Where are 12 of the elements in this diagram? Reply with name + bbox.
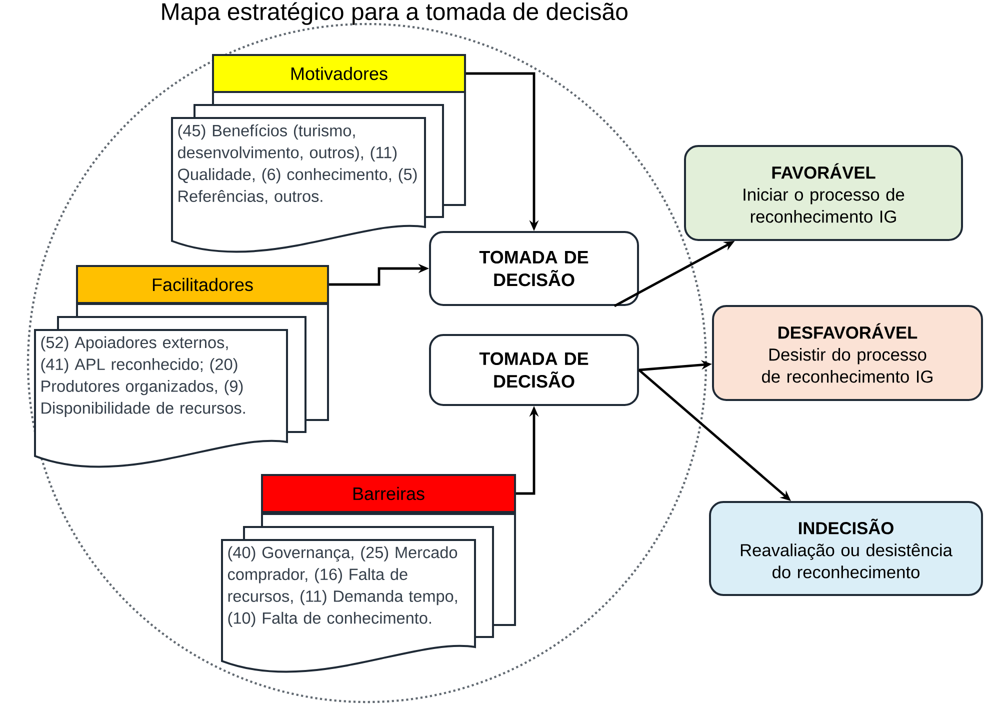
outcome-box: DESFAVORÁVEL Desistir do processo de reconhecimento IG xyxy=(712,305,983,401)
header-box: Barreiras xyxy=(261,474,516,513)
decision-box: TOMADA DE DECISÃO xyxy=(429,334,639,406)
document-stack: (40) Governança, (25) Mercado comprador, (16) Falta de recursos, (11) Demanda tempo, (10) Falta de conhecimento. xyxy=(221,513,516,673)
decision-box: TOMADA DE DECISÃO xyxy=(429,231,639,306)
header-box: Facilitadores xyxy=(76,265,330,304)
document-stack: (52) Apoiadores externos, (41) APL reconhecido; (20) Produtores organizados, (9) Disponibilidade de recursos. xyxy=(34,303,329,468)
header-box: Motivadores xyxy=(212,54,466,93)
outcome-box: FAVORÁVEL Iniciar o processo de reconhecimento IG xyxy=(684,145,963,241)
title: Mapa estratégico para a tomada de decisão xyxy=(162,2,628,25)
outcome-box: INDECISÃO Reavaliação ou desistência do reconhecimento xyxy=(709,501,984,596)
document-stack: (45) Benefícios (turismo, desenvolvimento, outros), (11) Qualidade, (6) conhecimento, (5) Referências, outros. xyxy=(171,91,466,253)
